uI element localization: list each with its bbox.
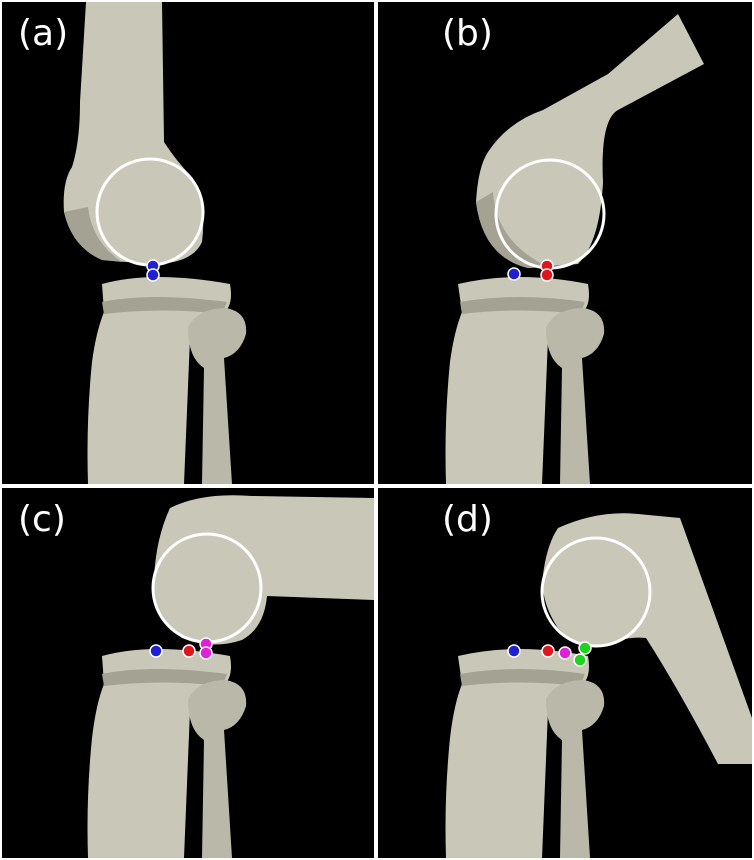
fibula [546, 308, 604, 484]
panel-a: (a) [2, 2, 374, 484]
marker-blue-lower [147, 269, 159, 281]
marker-magenta [559, 647, 571, 659]
femur [476, 14, 704, 268]
knee-illustration-b [378, 2, 752, 484]
marker-red-lower [541, 269, 553, 281]
panel-b: (b) [378, 2, 752, 484]
marker-blue [508, 268, 520, 280]
marker-red [542, 645, 554, 657]
femur [154, 495, 374, 644]
fibula [188, 308, 246, 484]
marker-blue [150, 645, 162, 657]
knee-illustration-c [2, 488, 374, 858]
marker-red [183, 645, 195, 657]
panel-d: (d) [378, 488, 752, 858]
marker-magenta-lower [200, 647, 212, 659]
marker-green [579, 642, 591, 654]
panel-c: (c) [2, 488, 374, 858]
fibula [188, 680, 246, 858]
panel-label-d: (d) [442, 502, 493, 538]
marker-green-lower [574, 654, 586, 666]
knee-illustration-a [2, 2, 374, 484]
panel-label-a: (a) [18, 16, 68, 52]
knee-illustration-d [378, 488, 752, 858]
fibula [546, 680, 604, 858]
marker-blue [508, 645, 520, 657]
panel-label-b: (b) [442, 16, 493, 52]
panel-label-c: (c) [18, 502, 66, 538]
